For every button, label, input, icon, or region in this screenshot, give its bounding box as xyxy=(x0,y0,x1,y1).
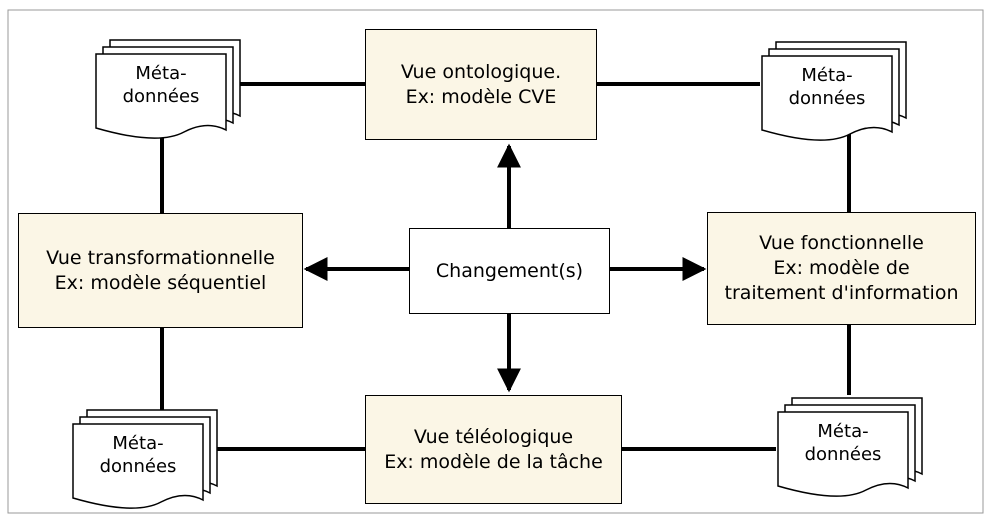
view-ontological-example: Ex: modèle CVE xyxy=(405,85,557,108)
view-ontological: Vue ontologique. Ex: modèle CVE xyxy=(365,29,597,140)
view-functional-example: Ex: modèle de xyxy=(773,257,910,279)
metadata-doc-bottom-right: Méta- données xyxy=(776,396,926,506)
view-transformational: Vue transformationnelle Ex: modèle séque… xyxy=(18,213,303,328)
metadata-label-line1: Méta- xyxy=(801,65,853,86)
document-stack-icon xyxy=(777,397,923,497)
metadata-label-line1: Méta- xyxy=(817,421,869,442)
metadata-doc-top-left: Méta- données xyxy=(94,38,244,148)
metadata-label-line1: Méta- xyxy=(112,433,164,454)
metadata-label-line2: données xyxy=(99,456,177,477)
metadata-label-line2: données xyxy=(788,88,866,109)
change-box: Changement(s) xyxy=(409,228,610,314)
view-transformational-example: Ex: modèle séquentiel xyxy=(54,271,267,294)
view-functional-title: Vue fonctionnelle xyxy=(759,232,924,254)
metadata-doc-bottom-left: Méta- données xyxy=(71,408,221,518)
document-stack-icon xyxy=(95,39,241,139)
view-transformational-title: Vue transformationnelle xyxy=(46,246,275,269)
metadata-label-line2: données xyxy=(122,86,200,107)
document-stack-icon xyxy=(72,409,218,509)
outer-frame xyxy=(7,9,984,514)
metadata-label-line2: données xyxy=(804,444,882,465)
view-teleological-title: Vue téléologique xyxy=(413,425,574,448)
metadata-doc-top-right: Méta- données xyxy=(760,40,910,150)
change-label: Changement(s) xyxy=(435,259,584,282)
view-functional: Vue fonctionnelle Ex: modèle de traiteme… xyxy=(707,212,976,325)
metadata-label-line1: Méta- xyxy=(135,63,187,84)
view-functional-example-cont: traitement d'information xyxy=(724,282,959,304)
view-teleological-example: Ex: modèle de la tâche xyxy=(384,450,603,473)
view-ontological-title: Vue ontologique. xyxy=(400,60,562,83)
view-teleological: Vue téléologique Ex: modèle de la tâche xyxy=(365,395,622,504)
document-stack-icon xyxy=(761,41,907,141)
